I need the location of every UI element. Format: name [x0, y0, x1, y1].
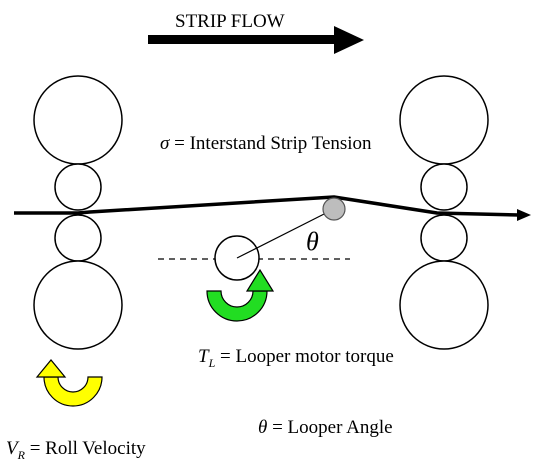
- looper-rotation-arrow-icon: [206, 268, 275, 322]
- looper-angle-label: θ = Looper Angle: [258, 417, 393, 438]
- right-upper-work-roll: [420, 163, 468, 211]
- roll-velocity-label: VR = Roll Velocity: [6, 438, 146, 462]
- looper-contact-roll: [322, 197, 346, 221]
- theta-symbol: θ: [306, 227, 319, 256]
- strip: [14, 195, 520, 217]
- right-lower-work-roll: [420, 214, 468, 262]
- left-upper-work-roll: [54, 163, 102, 211]
- tension-label: σ = Interstand Strip Tension: [160, 133, 372, 154]
- strip-flow-arrow-icon: [148, 26, 364, 54]
- left-upper-backup-roll: [33, 75, 123, 165]
- left-lower-backup-roll: [33, 260, 123, 350]
- torque-label: TL = Looper motor torque: [198, 346, 394, 370]
- roll-rotation-arrow-icon: [35, 359, 103, 407]
- looper-arm: [236, 208, 335, 259]
- right-lower-backup-roll: [399, 260, 489, 350]
- left-mill-stand: [33, 75, 123, 350]
- strip-flow-label: STRIP FLOW: [175, 11, 285, 32]
- strip-exit-arrow-icon: [517, 209, 531, 221]
- right-upper-backup-roll: [399, 75, 489, 165]
- right-mill-stand: [399, 75, 489, 350]
- left-lower-work-roll: [54, 214, 102, 262]
